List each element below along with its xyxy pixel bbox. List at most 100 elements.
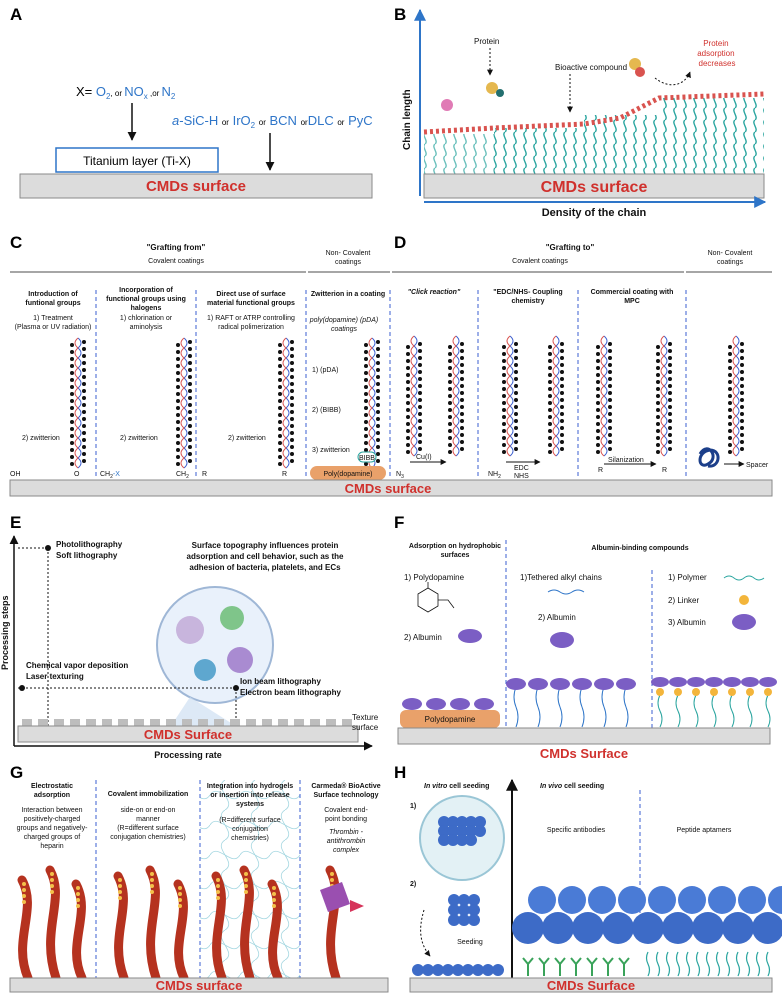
zwitterion-bead — [514, 426, 518, 430]
zwitterion-bead — [418, 433, 422, 437]
zwitterion-bead — [560, 342, 564, 346]
e-cell-3 — [227, 647, 253, 673]
heparin-chain — [173, 879, 189, 983]
cell — [602, 912, 634, 944]
zwitterion-bead — [364, 434, 368, 438]
zwitterion-bead — [418, 412, 422, 416]
cell — [456, 834, 468, 846]
zwitterion-bead — [290, 347, 294, 351]
zwitterion-bead — [502, 345, 506, 349]
cell — [572, 912, 604, 944]
zwitterion-bead — [668, 391, 672, 395]
zwitterion-bead — [376, 340, 380, 344]
zwitterion-bead — [548, 373, 552, 377]
cmds-surface-cd — [9, 479, 773, 497]
zwitterion-bead — [608, 377, 612, 381]
zwitterion-bead — [70, 462, 74, 466]
heparin-bead — [216, 884, 220, 888]
zwitterion-bead — [560, 405, 564, 409]
zwitterion-bead — [188, 445, 192, 449]
panel-label-g: G — [10, 763, 23, 782]
zwitterion-bead — [176, 350, 180, 354]
zwitterion-bead — [460, 370, 464, 374]
zwitterion-bead — [514, 405, 518, 409]
f-polydopamine-layer — [400, 710, 500, 728]
zwitterion-bead — [656, 408, 660, 412]
zwitterion-bead — [290, 354, 294, 358]
texture-bump — [262, 719, 272, 727]
albumin — [528, 678, 548, 690]
zwitterion-bead — [278, 385, 282, 389]
zwitterion-bead — [460, 440, 464, 444]
zwitterion-bead — [656, 401, 660, 405]
panel-a: A X= O2, or NOx ,or N2 a-SiC-H or IrO2 o… — [10, 5, 373, 199]
polymer-backbone — [74, 337, 79, 469]
d-silanization: Silanization — [608, 457, 644, 464]
zwitterion-bead — [448, 429, 452, 433]
zwitterion-bead — [176, 434, 180, 438]
zwitterion-bead — [176, 406, 180, 410]
antibody — [554, 957, 566, 976]
cell — [648, 886, 676, 914]
zwitterion-bead — [460, 342, 464, 346]
x-definition: X= O2, or NOx ,or N2 — [76, 84, 176, 101]
linker — [692, 688, 700, 696]
coating-options: a-SiC-H or IrO2 or BCN orDLC or PyC — [172, 113, 373, 131]
zwitterion-bead — [188, 375, 192, 379]
heparin-bead — [178, 892, 182, 896]
zwitterion-bead — [608, 447, 612, 451]
zwitterion-bead — [740, 412, 744, 416]
zwitterion-bead — [502, 359, 506, 363]
alkyl-chain — [557, 686, 563, 728]
alkyl-chain — [579, 686, 585, 728]
f-polymer-icon — [723, 575, 765, 581]
cell — [662, 912, 694, 944]
zwitterion-bead — [668, 419, 672, 423]
zwitterion-bead — [656, 373, 660, 377]
d-nhs-label: NHS — [514, 473, 529, 480]
zwitterion-bead — [514, 398, 518, 402]
heparin-chain — [71, 879, 87, 983]
c-ch2: CH2 — [176, 471, 189, 480]
f-alb: 2) Albumin — [404, 633, 442, 642]
zwitterion-bead — [290, 417, 294, 421]
zwitterion-bead — [560, 440, 564, 444]
zwitterion-bead — [460, 349, 464, 353]
e-cvd: Chemical vapor deposition — [26, 661, 128, 670]
c-col1-step: 1) Treatment(Plasma or UV radiation) — [15, 315, 92, 331]
zwitterion-bead — [656, 394, 660, 398]
zwitterion-bead — [418, 419, 422, 423]
heparin-bead — [272, 904, 276, 908]
zwitterion-bead — [70, 385, 74, 389]
zwitterion-bead — [188, 452, 192, 456]
c-pda-step: 1) (pDA) — [312, 367, 338, 374]
zwitterion-bead — [740, 426, 744, 430]
zwitterion-bead — [290, 375, 294, 379]
zwitterion-bead — [406, 443, 410, 447]
f-albumin-icon — [458, 629, 482, 643]
cmds-surface-f — [397, 727, 771, 745]
zwitterion-bead — [418, 356, 422, 360]
zwitterion-bead — [188, 410, 192, 414]
zwitterion-bead — [278, 462, 282, 466]
zwitterion-bead — [176, 420, 180, 424]
zwitterion-bead — [608, 433, 612, 437]
zwitterion-bead — [82, 403, 86, 407]
zwitterion-bead — [560, 426, 564, 430]
heparin-bead — [272, 892, 276, 896]
zwitterion-bead — [548, 394, 552, 398]
zwitterion-bead — [656, 366, 660, 370]
zwitterion-bead — [548, 436, 552, 440]
heparin-bead — [150, 878, 154, 882]
polymer-chain — [765, 694, 771, 728]
polymer-backbone — [371, 337, 376, 469]
zwitterion-bead — [82, 382, 86, 386]
densest-chains — [659, 98, 764, 174]
zwitterion-bead — [376, 403, 380, 407]
zwitterion-bead — [364, 441, 368, 445]
texture-bump — [326, 719, 336, 727]
heparin-bead — [118, 890, 122, 894]
texture-bump — [86, 719, 96, 727]
texture-bump — [230, 719, 240, 727]
zwitterion-bead — [406, 345, 410, 349]
